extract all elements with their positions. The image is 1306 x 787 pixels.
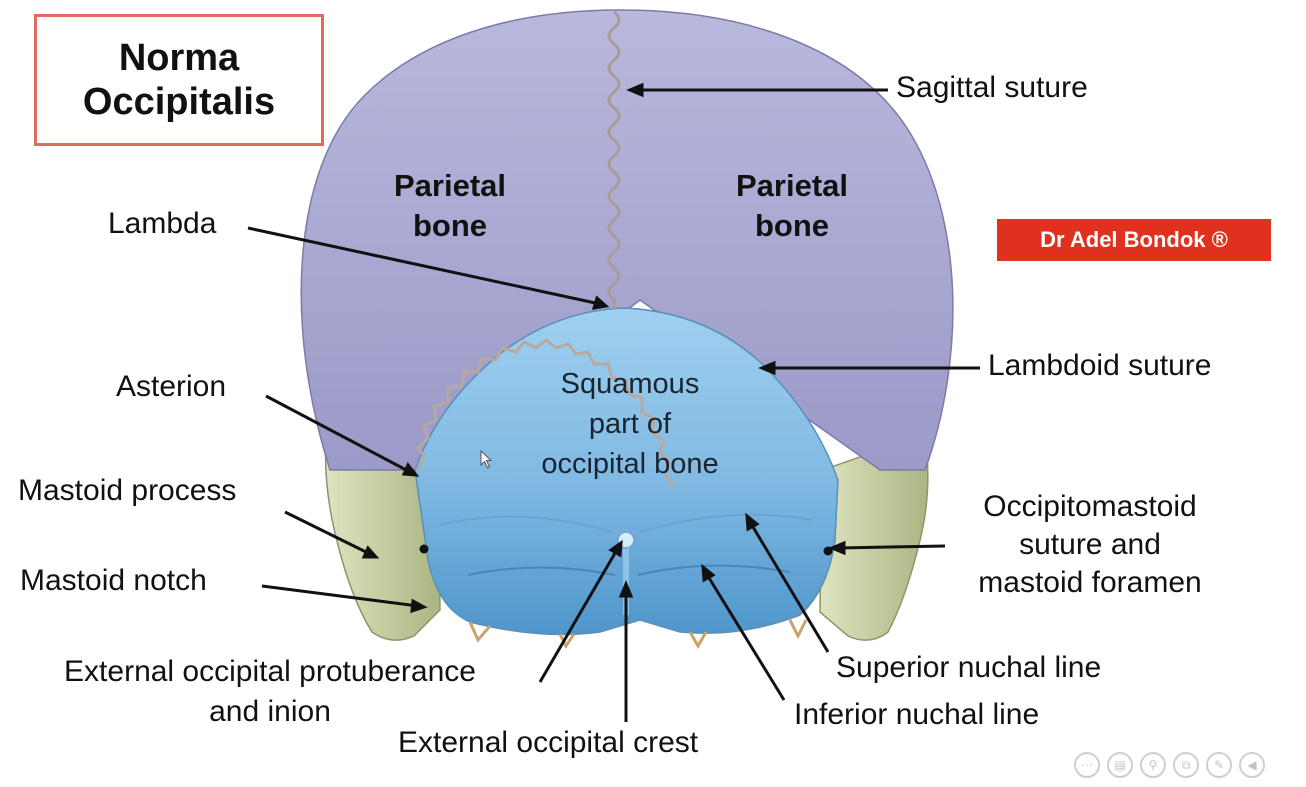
squamous-line-1: Squamous — [520, 364, 740, 404]
label-asterion: Asterion — [116, 369, 226, 405]
parietal-left-label: Parietal bone — [370, 166, 530, 246]
back-icon[interactable]: ◀ — [1239, 752, 1265, 778]
label-mastoid-process: Mastoid process — [18, 473, 236, 509]
eop-line-1: External occipital protuberance — [10, 652, 530, 692]
occipitomastoid-line-1: Occipitomastoid — [940, 488, 1240, 526]
pen-icon[interactable]: ✎ — [1206, 752, 1232, 778]
squamous-line-2: part of — [520, 404, 740, 444]
label-occipitomastoid: Occipitomastoid suture and mastoid foram… — [940, 488, 1240, 602]
label-lambdoid-suture: Lambdoid suture — [988, 348, 1211, 384]
occipitomastoid-line-3: mastoid foramen — [940, 564, 1240, 602]
label-sagittal-suture: Sagittal suture — [896, 70, 1088, 106]
leader-occipitomastoid — [838, 546, 945, 548]
copy-icon[interactable]: ⧉ — [1173, 752, 1199, 778]
squamous-line-3: occipital bone — [520, 444, 740, 484]
parietal-left-line-1: Parietal — [370, 166, 530, 206]
parietal-right-label: Parietal bone — [712, 166, 872, 246]
label-lambda: Lambda — [108, 206, 216, 242]
parietal-left-line-2: bone — [370, 206, 530, 246]
mouse-cursor-icon — [480, 450, 494, 470]
menu-icon[interactable]: ▤ — [1107, 752, 1133, 778]
label-external-occipital-crest: External occipital crest — [398, 725, 698, 761]
credit-badge: Dr Adel Bondok ® — [997, 219, 1271, 261]
title-line-2: Occipitalis — [83, 80, 275, 124]
label-inferior-nuchal-line: Inferior nuchal line — [794, 697, 1039, 733]
mastoid-foramen-left — [420, 545, 429, 554]
title-box: Norma Occipitalis — [34, 14, 324, 146]
more-icon[interactable]: ⋯ — [1074, 752, 1100, 778]
presentation-toolbar: ⋯ ▤ ⚲ ⧉ ✎ ◀ — [1074, 752, 1265, 778]
label-mastoid-notch: Mastoid notch — [20, 563, 207, 599]
label-eop: External occipital protuberance and inio… — [10, 652, 530, 732]
occipitomastoid-line-2: suture and — [940, 526, 1240, 564]
squamous-label: Squamous part of occipital bone — [520, 364, 740, 484]
parietal-right-line-2: bone — [712, 206, 872, 246]
label-superior-nuchal-line: Superior nuchal line — [836, 650, 1101, 686]
parietal-right-line-1: Parietal — [712, 166, 872, 206]
zoom-icon[interactable]: ⚲ — [1140, 752, 1166, 778]
title-line-1: Norma — [119, 36, 239, 80]
